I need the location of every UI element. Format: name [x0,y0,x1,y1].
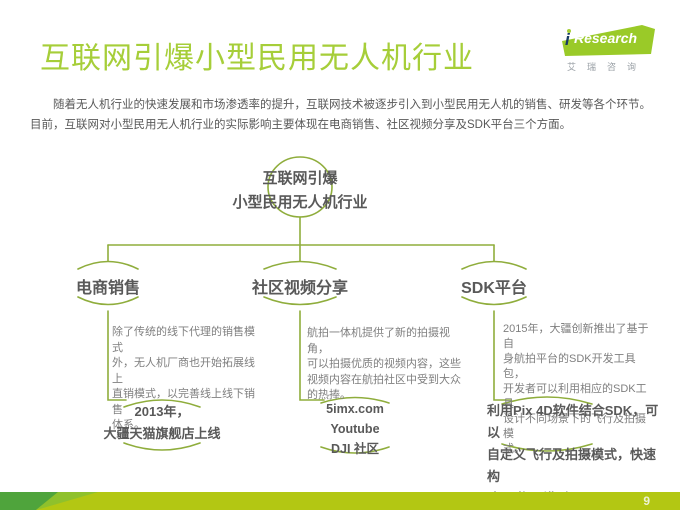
branch-ecommerce-label: 电商销售 [75,280,140,297]
branch-sdk-description: 2015年，大疆创新推出了基于自 身航拍平台的SDK开发工具包， 开发者可以利用… [503,323,649,455]
root-node-label: 互联网引爆 小型民用无人机行业 [232,170,368,211]
logo-chinese-name: 艾瑞咨询 [567,62,648,72]
logo-letter-i: i [565,30,570,49]
branch-video-label: 社区视频分享 [251,280,348,297]
branch2-top-arc [263,260,337,270]
logo-banner-icon [562,25,655,56]
branch3-top-arc [461,260,527,270]
intro-paragraph: 随着无人机行业的快速发展和市场渗透率的提升，互联网技术被逐步引入到小型民用无人机… [30,99,651,131]
branch-video-description: 航拍一体机提供了新的拍摄视角， 可以拍摄优质的视频内容，这些 视频内容在航拍社区… [307,327,461,401]
page-number: 9 [643,494,650,508]
subnode-tmall-launch: 2013年， 大疆天猫旗舰店上线 [103,404,221,441]
branch1-top-arc [77,260,139,270]
footer-bar: 9 [0,492,680,510]
branch2-bottom-arc [263,296,337,306]
branch1-bottom-arc [77,296,139,306]
logo-i-dot-icon [567,29,571,33]
branch-ecommerce-description: 除了传统的线下代理的销售模式 外，无人机厂商也开始拓展线上 直销模式，以完善线上… [112,326,255,431]
iresearch-logo: i Research 艾瑞咨询 [558,22,658,74]
page-title: 互联网引爆小型民用无人机行业 [40,42,474,75]
branch3-bottom-arc [461,296,527,306]
subnode-video-communities: 5imx.com Youtube DJI 社区 [326,402,384,456]
logo-wordmark: Research [574,30,638,46]
branch-sdk-label: SDK平台 [461,280,527,297]
